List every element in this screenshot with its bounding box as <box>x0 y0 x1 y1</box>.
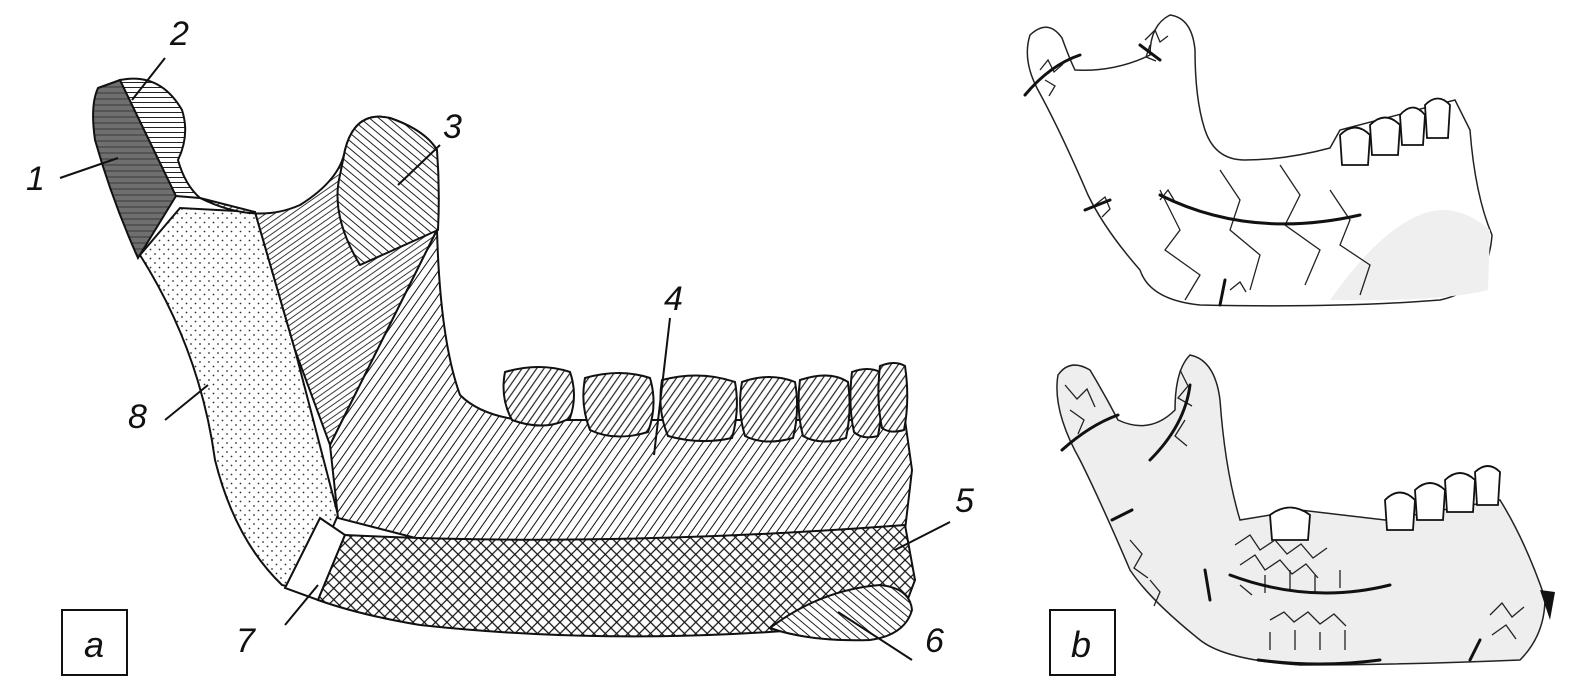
callout-1: 1 <box>26 160 45 198</box>
fracture-diagram-top <box>1023 14 1493 307</box>
callout-8: 8 <box>128 398 147 436</box>
fracture-diagram-bottom: b <box>1049 354 1555 676</box>
panel-b-label-box <box>1049 609 1116 676</box>
teeth <box>502 362 909 443</box>
panel-a-label-box <box>61 609 128 676</box>
callout-5: 5 <box>955 482 974 520</box>
callout-3: 3 <box>443 108 462 146</box>
panel-b-label: b <box>1071 624 1091 665</box>
zone-1 <box>92 78 178 261</box>
panel-a-label: a <box>84 624 104 665</box>
callout-4: 4 <box>664 280 683 318</box>
zone-3 <box>336 115 440 267</box>
callout-6: 6 <box>925 622 944 660</box>
zone-6 <box>767 583 914 642</box>
leader-lines <box>59 57 951 661</box>
zone-2 <box>118 77 203 200</box>
callout-7: 7 <box>236 622 256 660</box>
mandible-zones-diagram: 1 2 3 4 5 6 7 8 a <box>26 15 974 676</box>
callout-2: 2 <box>169 15 189 53</box>
